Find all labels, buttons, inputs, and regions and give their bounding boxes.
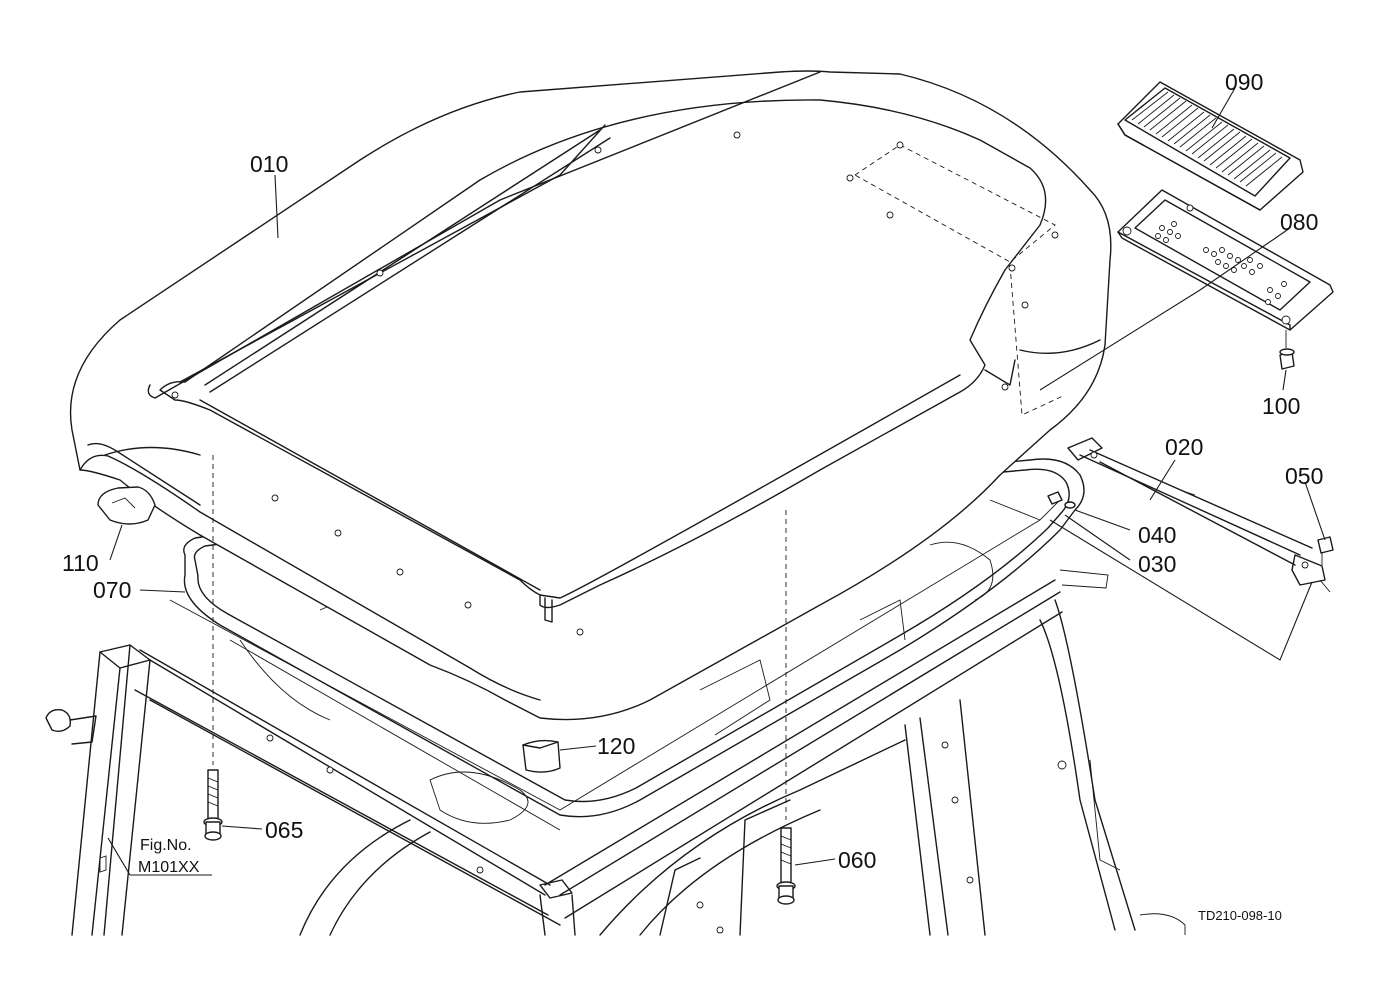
label-050: 050 xyxy=(1285,463,1323,489)
label-070: 070 xyxy=(93,577,131,603)
part-labels: 010 020 030 040 050 060 065 070 080 090 … xyxy=(62,69,1323,873)
label-100: 100 xyxy=(1262,393,1300,419)
block-120 xyxy=(522,739,561,773)
label-030: 030 xyxy=(1138,551,1176,577)
figure-reference: Fig.No. M101XX xyxy=(138,837,200,876)
drawing-code: TD210-098-10 xyxy=(1198,908,1282,923)
figure-ref-line2: M101XX xyxy=(138,859,200,876)
nut-040 xyxy=(1047,491,1076,509)
bolt-050 xyxy=(1317,536,1334,565)
label-040: 040 xyxy=(1138,522,1176,548)
bracket-rod-020 xyxy=(1067,437,1331,593)
label-090: 090 xyxy=(1225,69,1263,95)
filter-pleats xyxy=(1131,91,1283,187)
bolt-065 xyxy=(203,455,223,841)
screw-100 xyxy=(1279,330,1295,370)
bolt-060 xyxy=(776,510,796,905)
cover-plate-080 xyxy=(1039,189,1334,391)
filter-090 xyxy=(1117,81,1304,211)
roof-gasket-070 xyxy=(183,458,1085,818)
rubber-pad-110 xyxy=(97,486,156,525)
perforations xyxy=(1155,221,1287,305)
label-060: 060 xyxy=(838,847,876,873)
figure-ref-line1: Fig.No. xyxy=(140,837,192,854)
label-080: 080 xyxy=(1280,209,1318,235)
label-120: 120 xyxy=(597,733,635,759)
label-065: 065 xyxy=(265,817,303,843)
label-020: 020 xyxy=(1165,434,1203,460)
leader-lines xyxy=(107,87,1326,876)
shell-holes xyxy=(171,131,1059,636)
cab-frame xyxy=(45,499,1186,936)
roof-shell-010 xyxy=(69,70,1112,721)
label-010: 010 xyxy=(250,151,288,177)
label-110: 110 xyxy=(62,550,99,576)
